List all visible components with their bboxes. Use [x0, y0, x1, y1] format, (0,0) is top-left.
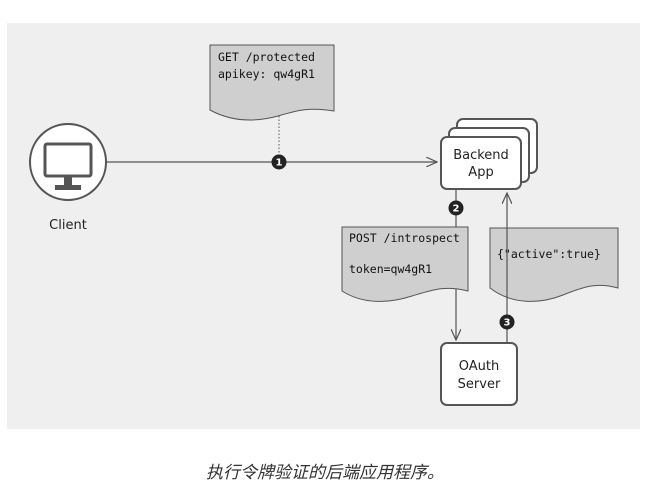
backend-app-node: Backend App [440, 118, 538, 190]
response-note-3: {"active":true} [489, 227, 619, 302]
client-label: Client [49, 218, 87, 233]
request-note-1: GET /protected apikey: qw4gR1 [209, 44, 335, 121]
oauth-label-line-1: OAuth [459, 359, 499, 374]
request-2-line-1: POST /introspect [349, 231, 460, 245]
oauth-server-node: OAuth Server [440, 342, 518, 406]
request-note-2: POST /introspect token=qw4gR1 [341, 226, 469, 302]
monitor-icon [43, 142, 93, 190]
request-2-line-2: token=qw4gR1 [349, 262, 432, 276]
step-badge-1: 1 [271, 154, 287, 170]
svg-text:3: 3 [504, 318, 511, 329]
oauth-label-line-2: Server [458, 377, 501, 392]
request-1-line-1: GET /protected [218, 50, 315, 64]
figure-caption: 执行令牌验证的后端应用程序。 [206, 463, 444, 483]
svg-text:2: 2 [453, 204, 460, 215]
backend-label-line-2: App [468, 165, 493, 180]
response-3-line-1: {"active":true} [497, 247, 601, 261]
step-badge-2: 2 [448, 200, 464, 216]
step-badge-3: 3 [499, 314, 515, 330]
request-1-line-2: apikey: qw4gR1 [218, 67, 315, 81]
backend-label-line-1: Backend [453, 148, 509, 163]
svg-text:1: 1 [276, 158, 283, 169]
